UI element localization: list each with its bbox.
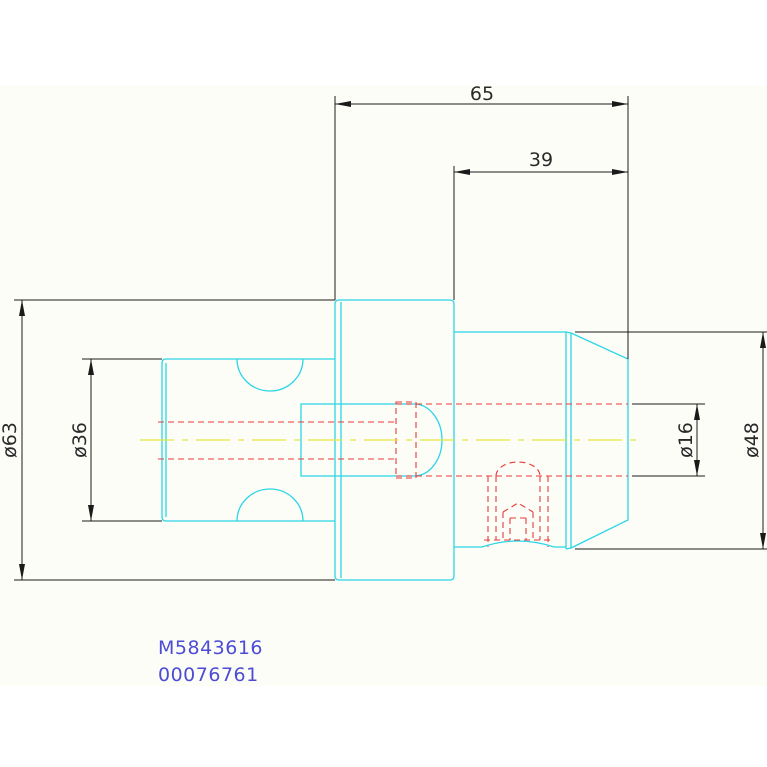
bore-outline: [300, 403, 396, 477]
part-outline: [161, 299, 629, 581]
setscrew-hole: [487, 476, 549, 547]
arrowheads: [19, 101, 766, 580]
dim-shank-diameter: ø36: [69, 422, 91, 458]
part-number: M5843616: [158, 637, 264, 659]
arrow-16-bottom: [694, 460, 700, 476]
shank-outline: [161, 358, 335, 522]
dim-bore-diameter: ø16: [675, 422, 697, 458]
arrow-36-top: [88, 359, 94, 375]
arrow-36-bottom: [88, 505, 94, 521]
dim-flange-diameter: ø63: [0, 422, 21, 458]
article-number: 00076761: [158, 664, 259, 686]
hidden-lines: [158, 401, 628, 547]
arrow-48-top: [760, 332, 766, 348]
arrow-16-top: [694, 404, 700, 420]
body-outline: [454, 331, 572, 549]
arrow-65-right: [612, 101, 628, 107]
setscrew-tip: [502, 502, 534, 540]
dim-overall-length: 65: [470, 83, 494, 105]
drawing-background: [0, 86, 767, 686]
arrow-63-top: [19, 300, 25, 316]
dimension-lines: [14, 96, 767, 581]
cone-outline: [565, 331, 629, 550]
cross-hole-top: [236, 358, 304, 392]
dim-cone-length: 39: [529, 149, 553, 171]
arrow-39-right: [612, 169, 628, 175]
dim-cone-diameter: ø48: [741, 422, 763, 458]
arrow-65-left: [335, 101, 351, 107]
arrow-39-left: [454, 169, 470, 175]
cross-hole-bottom: [236, 488, 304, 522]
arrow-63-bottom: [19, 564, 25, 580]
arrow-48-bottom: [760, 533, 766, 549]
hole-exit: [481, 540, 555, 548]
setscrew-head: [495, 461, 541, 477]
